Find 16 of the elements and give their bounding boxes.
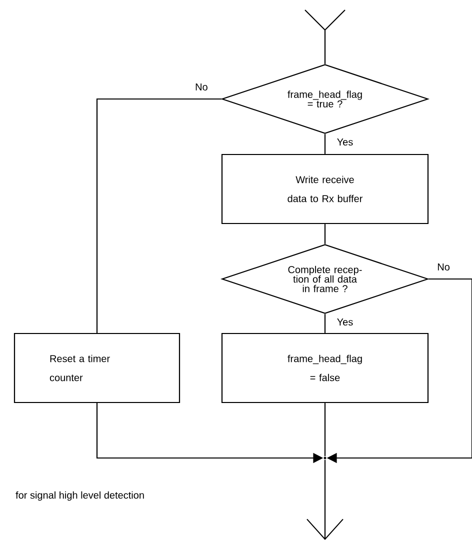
connector	[324, 224, 326, 244]
process-box: Reset a timer counter	[14, 332, 180, 404]
connector	[324, 314, 326, 333]
process-box: Write receive data to Rx buffer	[221, 154, 429, 224]
edge-label: Yes	[336, 138, 354, 147]
junction-point	[324, 456, 326, 460]
connector	[96, 98, 222, 333]
connector	[304, 9, 346, 64]
note-text: for signal high level detection	[16, 491, 144, 501]
connector	[324, 403, 326, 456]
edge-label: No	[194, 82, 209, 92]
edge-label: No	[436, 262, 451, 272]
edge-label: Yes	[336, 318, 354, 327]
process-box: frame_head_flag = false	[221, 332, 429, 404]
connector	[324, 134, 326, 154]
arrow	[306, 460, 344, 540]
